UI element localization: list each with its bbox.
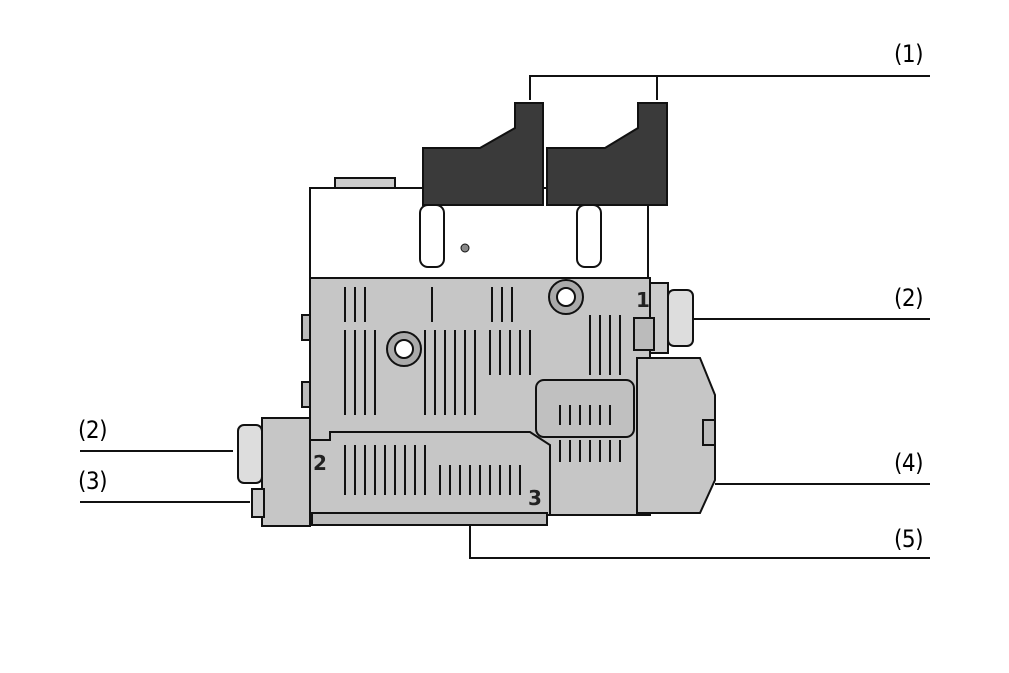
callout-1: (1) [894, 40, 924, 68]
leader-line-5 [469, 522, 930, 559]
port-marking-3: 3 [528, 486, 542, 510]
port-marking-2: 2 [313, 451, 327, 475]
port-marking-1: 1 [636, 288, 650, 312]
callout-5: (5) [894, 525, 924, 553]
manual-override-cover [636, 357, 716, 514]
solenoid-right [546, 102, 668, 206]
callout-2-left: (2) [78, 416, 108, 444]
fitting-port-2-3 [261, 417, 311, 527]
callout-2-right: (2) [894, 284, 924, 312]
vent-slots [344, 287, 621, 495]
base-strip [311, 512, 548, 526]
screw-left [419, 204, 445, 268]
valve-body [237, 102, 716, 527]
leader-line-1 [529, 75, 930, 100]
leader-lines [80, 75, 930, 559]
callout-3: (3) [78, 467, 108, 495]
callout-4: (4) [894, 449, 924, 477]
screw-right [576, 204, 602, 268]
solenoid-left [422, 102, 544, 206]
